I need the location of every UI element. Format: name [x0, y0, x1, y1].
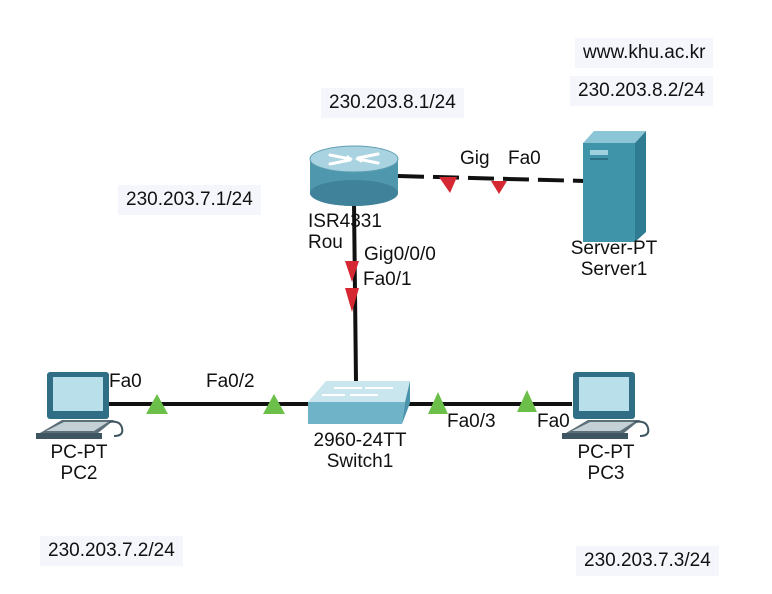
- pc2-icon[interactable]: [36, 372, 124, 439]
- switch-icon[interactable]: [308, 381, 410, 424]
- pc2-name: PC2: [60, 463, 98, 484]
- link-up-marker-switch-fa0-3: [428, 392, 448, 414]
- router-label: ISR4331 Rou: [308, 211, 408, 253]
- link-up-marker-switch-fa0-2: [263, 394, 285, 414]
- pc3-icon[interactable]: [562, 372, 650, 439]
- port-label-router-gig0-0-0: Gig0/0/0: [364, 244, 436, 265]
- server-model: Server-PT: [570, 238, 658, 259]
- router-fa-ip-note[interactable]: 230.203.7.1/24: [118, 185, 261, 215]
- server-label: Server-PT Server1: [554, 238, 674, 280]
- pc2-model: PC-PT: [50, 442, 108, 463]
- pc3-model: PC-PT: [577, 442, 635, 463]
- router-model: ISR4331: [308, 211, 382, 232]
- switch-label: 2960-24TT Switch1: [297, 430, 423, 472]
- link-down-marker-router-gig: [439, 177, 457, 193]
- pc2-ip-note[interactable]: 230.203.7.2/24: [40, 536, 183, 566]
- link-markers: [146, 177, 537, 414]
- port-label-pc3-fa0: Fa0: [537, 411, 570, 432]
- pc3-name: PC3: [587, 463, 625, 484]
- port-label-switch-fa0-3: Fa0/3: [447, 411, 496, 432]
- link-router-server[interactable]: [397, 174, 586, 183]
- server-ip-note[interactable]: 230.203.8.2/24: [570, 76, 713, 106]
- server-icon[interactable]: [583, 131, 646, 242]
- link-down-marker-router-gig0-0-0: [345, 261, 359, 282]
- link-up-marker-pc2-fa0: [146, 394, 168, 414]
- switch-name: Switch1: [326, 451, 394, 472]
- port-label-pc2-fa0: Fa0: [109, 371, 142, 392]
- router-name: Rou: [308, 232, 343, 253]
- switch-model: 2960-24TT: [313, 430, 407, 451]
- pc3-ip-note[interactable]: 230.203.7.3/24: [576, 546, 719, 576]
- link-down-marker-switch-fa0-1: [345, 288, 359, 312]
- router-gig-ip-note[interactable]: 230.203.8.1/24: [321, 88, 464, 118]
- port-label-switch-fa0-2: Fa0/2: [206, 371, 255, 392]
- port-label-server-fa0: Fa0: [508, 148, 541, 169]
- pc2-label: PC-PT PC2: [34, 442, 124, 484]
- router-icon[interactable]: [309, 145, 399, 206]
- link-up-marker-pc3-fa0: [517, 390, 537, 412]
- server-name: Server1: [580, 259, 648, 280]
- server-url-note[interactable]: www.khu.ac.kr: [575, 38, 714, 68]
- link-down-marker-server-fa0: [491, 181, 507, 194]
- port-label-router-gig: Gig: [460, 148, 490, 169]
- port-label-switch-fa0-1: Fa0/1: [363, 269, 412, 290]
- pc3-label: PC-PT PC3: [561, 442, 651, 484]
